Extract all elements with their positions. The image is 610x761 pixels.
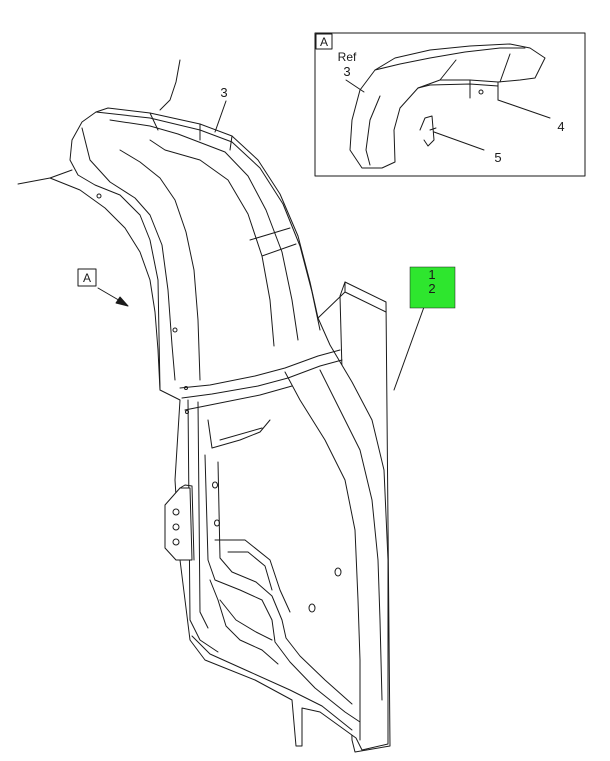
mounting-bracket xyxy=(164,484,195,561)
fender-top-seam xyxy=(109,119,299,341)
callout-1: 1 xyxy=(428,267,435,282)
fender-mid-band xyxy=(179,349,343,399)
callout-2: 2 xyxy=(428,281,435,296)
bracket-hole xyxy=(172,523,180,531)
fender-hole xyxy=(172,327,178,333)
callout-4: 4 xyxy=(557,119,564,134)
bracket-hole xyxy=(172,538,180,546)
view-label-box xyxy=(77,268,97,287)
callout-ref-text: Ref xyxy=(338,50,357,64)
inset-fender xyxy=(349,43,546,169)
leader-line-4 xyxy=(497,99,551,119)
leader-line-5 xyxy=(433,131,485,151)
fender-hole xyxy=(334,567,342,577)
bracket-hole xyxy=(172,508,180,516)
fender-bottom-flange xyxy=(191,635,353,731)
inset-view-label: A xyxy=(320,35,328,49)
inset-fender-seam-2 xyxy=(417,53,511,89)
fender-assembly xyxy=(69,107,391,753)
fender-outer-curve-2 xyxy=(319,369,383,701)
view-arrow xyxy=(77,268,129,307)
fender-mid-band-3 xyxy=(184,385,293,411)
fender-channel xyxy=(204,454,361,723)
fender-hole xyxy=(214,519,220,527)
inset-frame xyxy=(314,32,586,177)
inset-fender-side xyxy=(469,79,499,101)
fender-holes xyxy=(96,193,342,613)
fender-hole xyxy=(184,386,188,390)
fender-hole xyxy=(96,193,102,199)
fender-top-edge xyxy=(95,111,321,331)
fender-body xyxy=(69,107,389,751)
leader-line-3-main xyxy=(214,100,227,133)
callout-3-main: 3 xyxy=(220,85,227,100)
fender-rib-upper xyxy=(207,419,271,449)
main-view-label: A xyxy=(83,271,91,285)
inset-fender-seam xyxy=(374,47,526,71)
fender-hole xyxy=(185,410,189,414)
fender-top-seam-2 xyxy=(149,139,275,347)
bracket-flange xyxy=(179,484,195,561)
inset-view xyxy=(314,32,586,177)
fender-hole xyxy=(308,603,316,613)
fender-panel-joint xyxy=(149,112,297,257)
view-arrow-head xyxy=(115,296,129,307)
inset-bracket xyxy=(419,115,437,147)
backing-panel-edge xyxy=(317,281,387,319)
fender-inner-curve xyxy=(81,127,176,381)
hood-curve-left xyxy=(17,169,73,185)
leader-lines xyxy=(214,79,551,391)
fender-channel-inner xyxy=(217,461,353,705)
fender-inner-curve-2 xyxy=(119,149,201,381)
leader-line-ref3 xyxy=(345,79,365,93)
callout-5: 5 xyxy=(494,150,501,165)
wheel-arch-edge xyxy=(49,177,161,391)
fender-outer-curve xyxy=(284,371,361,741)
inset-label-box xyxy=(315,33,333,50)
fender-channel-box xyxy=(214,539,291,613)
fender-channel-lower xyxy=(209,579,279,665)
leader-line-1-2 xyxy=(393,306,425,391)
bracket-plate xyxy=(164,487,193,561)
callout-ref-3: 3 xyxy=(343,64,350,79)
highlight-box[interactable] xyxy=(409,266,456,309)
inset-hole xyxy=(478,89,484,95)
fender-hole xyxy=(212,481,218,489)
hood-curve-top xyxy=(159,59,181,111)
inset-fender-inner xyxy=(365,95,381,166)
